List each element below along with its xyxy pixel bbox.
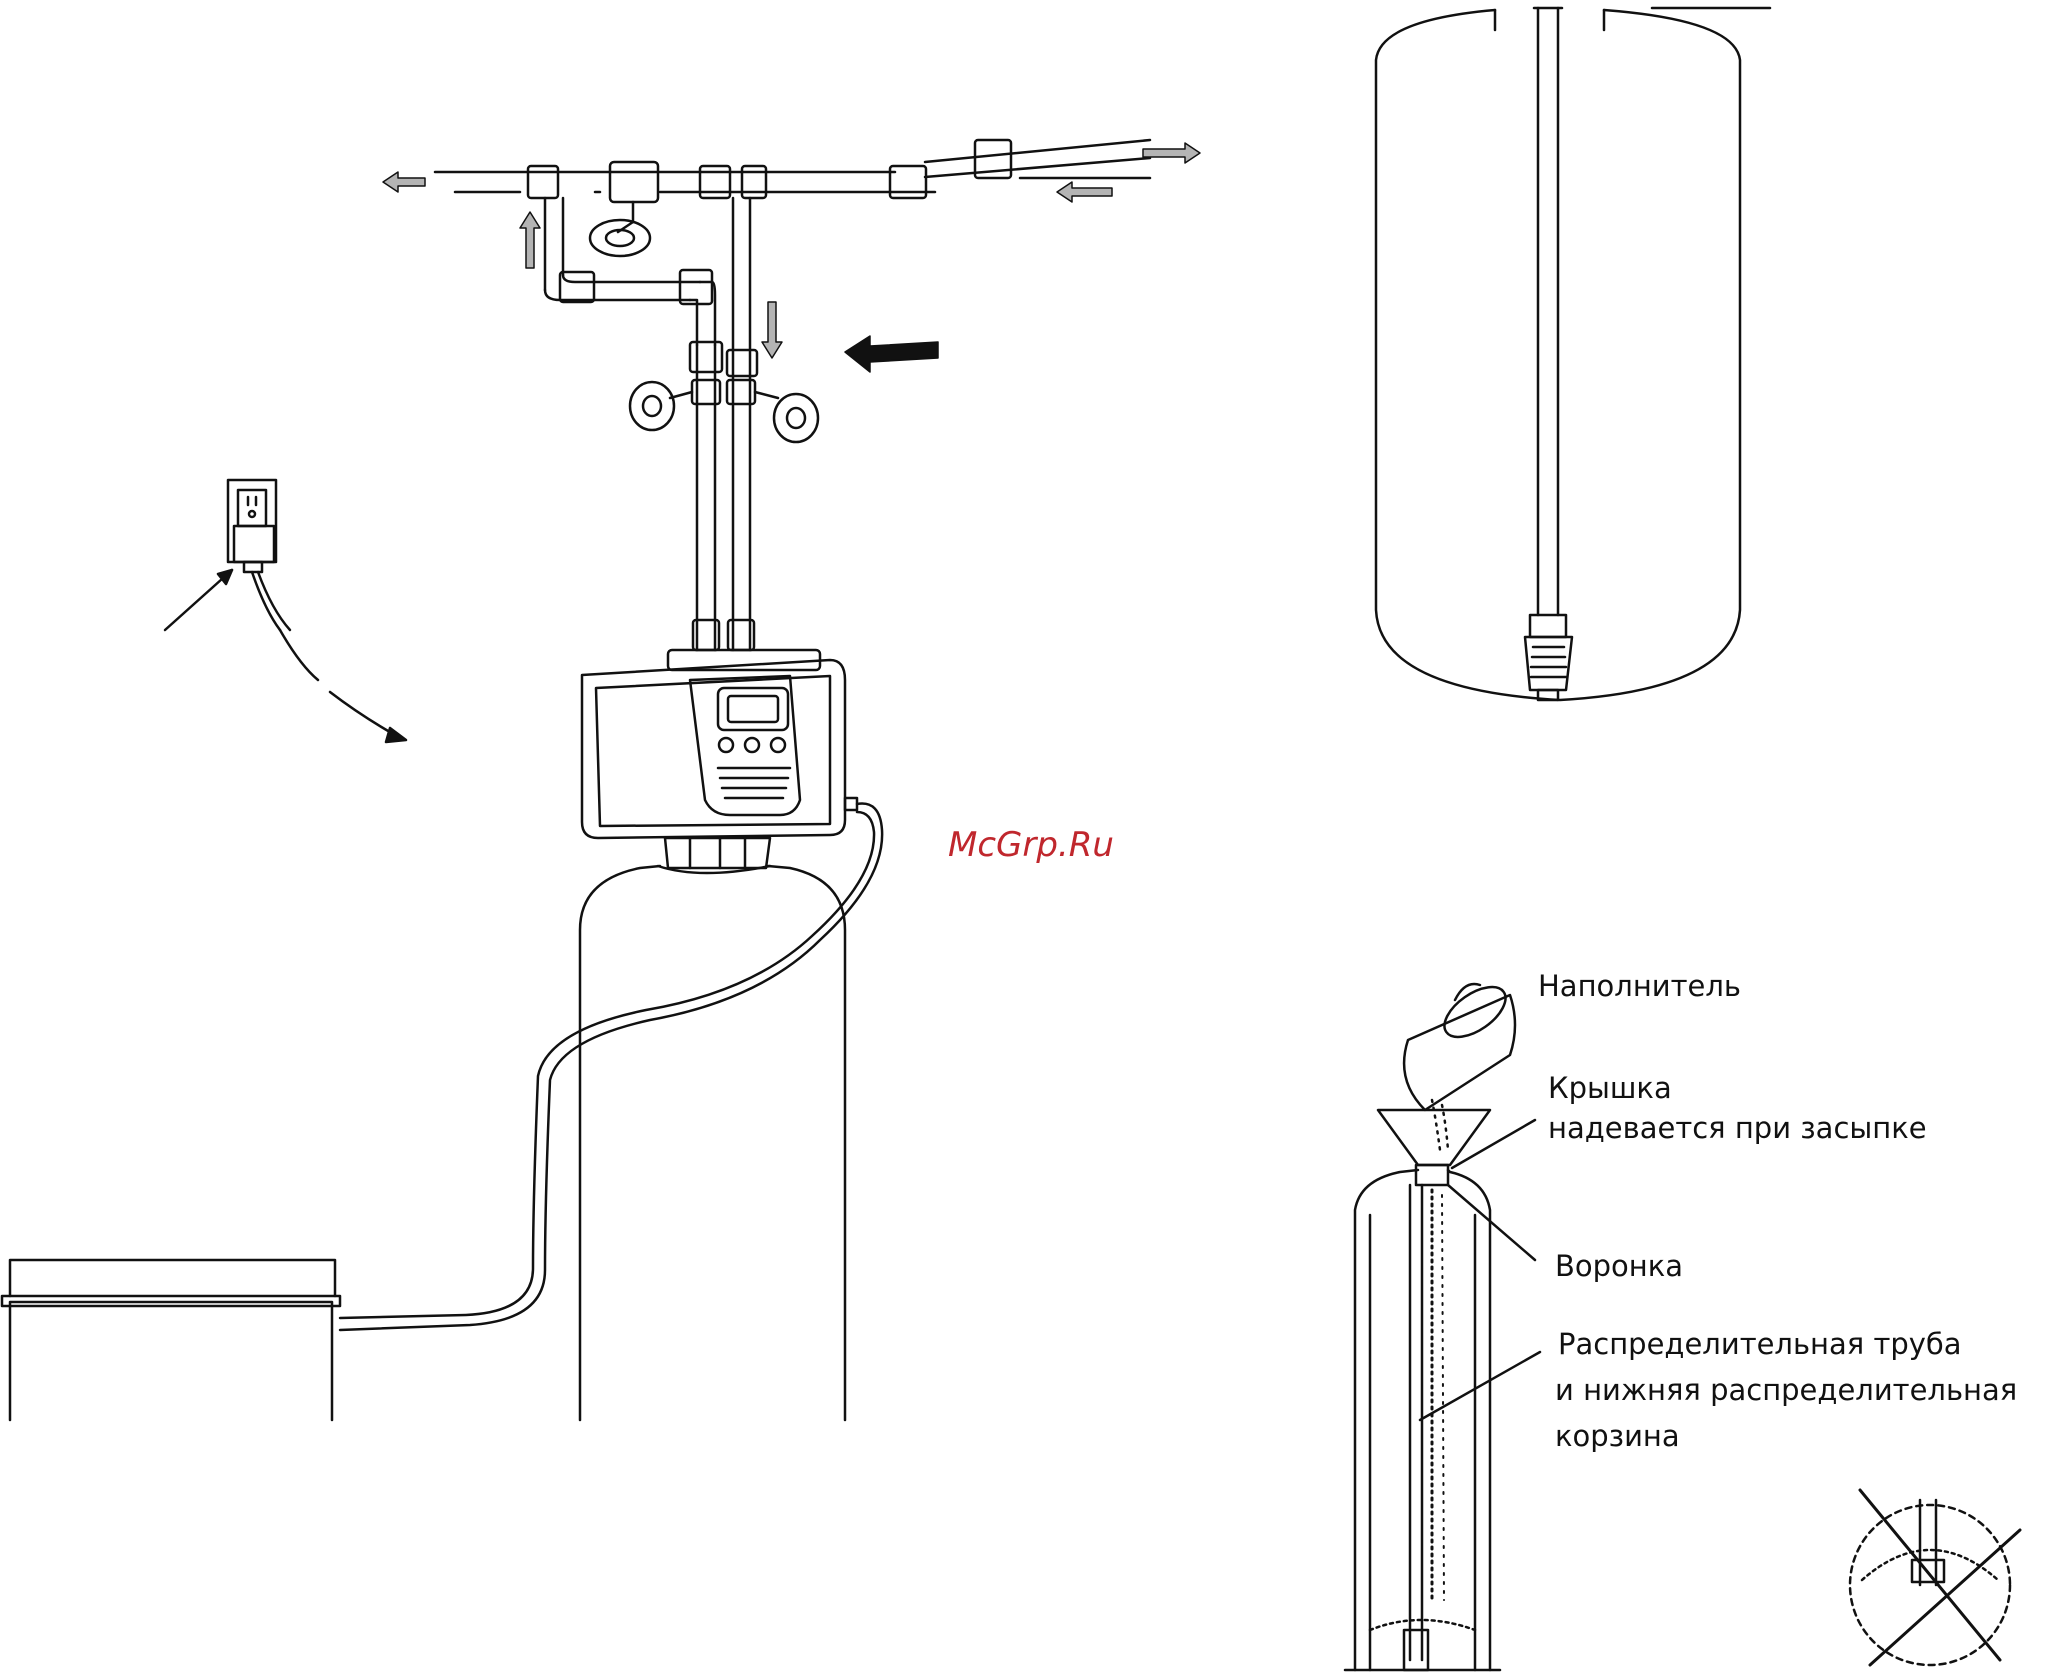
filling-diagram — [1345, 977, 1540, 1670]
cap-label-line2: надевается при засыпке — [1548, 1110, 1927, 1146]
tank-cross-section — [1376, 8, 1770, 700]
main-water-line — [435, 140, 1150, 202]
pointer-arrow-black — [845, 336, 938, 372]
tube-label-line2: и нижняя распределительная — [1555, 1372, 2017, 1408]
control-valve-head — [582, 650, 857, 868]
flow-arrow-left — [383, 172, 425, 192]
bypass-valve-top — [590, 202, 650, 256]
flow-arrow-down — [762, 302, 782, 358]
inlet-outlet-pipes — [545, 198, 757, 650]
funnel-label: Воронка — [1555, 1248, 1683, 1284]
flow-arrow-in-left — [1057, 182, 1112, 202]
softener-tank — [580, 866, 845, 1420]
isolation-valves — [630, 382, 818, 442]
cap-label-line1: Крышка — [1548, 1070, 1672, 1106]
tube-label-line1: Распределительная труба — [1558, 1326, 1962, 1362]
tube-label-line3: корзина — [1555, 1418, 1680, 1454]
drain-brine-line — [340, 804, 882, 1330]
filler-label: Наполнитель — [1538, 968, 1741, 1004]
power-outlet — [228, 480, 290, 630]
power-pointer-arrows — [165, 570, 406, 742]
flow-arrow-up — [520, 212, 540, 268]
flow-arrow-out-right — [1143, 143, 1200, 163]
watermark: McGrp.Ru — [948, 825, 1114, 865]
brine-tank — [2, 1260, 340, 1420]
incorrect-install-icon — [1850, 1490, 2020, 1665]
